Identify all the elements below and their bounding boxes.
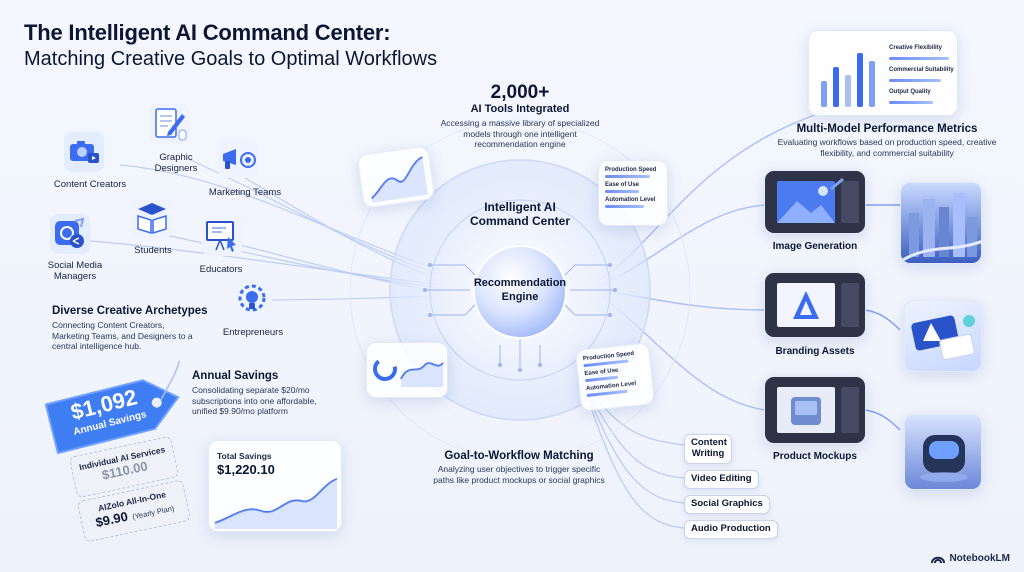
archetype-marketing-teams: Marketing Teams [208, 187, 282, 198]
notebooklm-logo-icon [931, 556, 946, 564]
archetypes-heading: Diverse Creative Archetypes [52, 305, 208, 317]
path-video-editing: Video Editing [684, 470, 759, 489]
metric-output-quality: Output Quality [889, 89, 931, 95]
image-generation-window [764, 170, 866, 234]
matching-description: Analyzing user objectives to trigger spe… [433, 464, 605, 485]
city-result-thumbnail [900, 182, 982, 264]
savings-heading: Annual Savings [192, 370, 279, 382]
camera-icon [64, 132, 104, 172]
tools-description: Accessing a massive library of specializ… [440, 118, 600, 150]
hub-engine: Recommendation Engine [473, 277, 567, 304]
floating-dashboard-card [366, 342, 448, 398]
page-subtitle: Matching Creative Goals to Optimal Workf… [24, 48, 438, 70]
floating-chart-card [356, 145, 436, 209]
archetype-content-creators: Content Creators [53, 179, 127, 190]
price-tag-icon [44, 360, 181, 455]
path-social-graphics: Social Graphics [684, 495, 770, 514]
total-savings-label: Total Savings [217, 451, 272, 461]
metrics-card: Creative Flexibility Commercial Suitabil… [808, 30, 958, 116]
metrics-description: Evaluating workflows based on production… [777, 137, 997, 158]
brand-name: NotebookLM [949, 552, 1010, 564]
branding-assets-window [764, 272, 866, 338]
path-audio-production: Audio Production [684, 520, 778, 539]
metric-creative-flexibility: Creative Flexibility [889, 45, 943, 51]
page-title: The Intelligent AI Command Center: [24, 20, 391, 45]
tools-count: 2,000+ [490, 82, 550, 103]
savings-description: Consolidating separate $20/mo subscripti… [192, 385, 317, 417]
product-result-thumbnail [904, 414, 982, 490]
metrics-heading: Multi-Model Performance Metrics [796, 123, 978, 135]
total-savings-value: $1,220.10 [217, 462, 275, 477]
floating-metrics-card-bottom: Production Speed Ease of Use Automation … [574, 342, 656, 412]
mini-ease-of-use: Ease of Use [605, 182, 640, 188]
pen-document-icon [150, 104, 190, 144]
graduation-book-icon [132, 198, 172, 238]
allinone-note: (Yearly Plan) [131, 503, 176, 522]
archetype-graphic-designers: Graphic Designers [154, 152, 198, 175]
product-mockups-window [764, 376, 866, 444]
brand-mark: NotebookLM [931, 552, 1010, 564]
matching-heading: Goal-to-Workflow Matching [444, 450, 594, 462]
lightbulb-gear-icon [232, 280, 272, 320]
output-product-mockups: Product Mockups [773, 451, 857, 462]
total-savings-card: Total Savings $1,220.10 [208, 440, 342, 532]
tools-heading: AI Tools Integrated [470, 103, 570, 115]
megaphone-icon [218, 138, 258, 178]
output-branding-assets: Branding Assets [775, 346, 855, 357]
output-image-generation: Image Generation [772, 241, 858, 252]
archetype-social-media-managers: Social Media Managers [47, 260, 103, 283]
hub-title: Intelligent AI Command Center [469, 200, 570, 229]
brand-result-thumbnail [904, 300, 982, 372]
path-content-writing: Content Writing [684, 434, 732, 464]
archetypes-description: Connecting Content Creators, Marketing T… [52, 320, 193, 352]
mini-production-speed: Production Speed [605, 167, 657, 173]
metric-commercial-suitability: Commercial Suitability [889, 67, 954, 73]
archetype-students: Students [134, 245, 172, 256]
floating-metrics-card-top: Production Speed Ease of Use Automation … [598, 160, 668, 226]
archetype-entrepreneurs: Entrepreneurs [222, 327, 284, 338]
archetype-educators: Educators [199, 264, 243, 275]
mini-automation-level: Automation Level [605, 197, 656, 203]
share-icon [50, 214, 90, 254]
presentation-board-icon [202, 216, 242, 256]
